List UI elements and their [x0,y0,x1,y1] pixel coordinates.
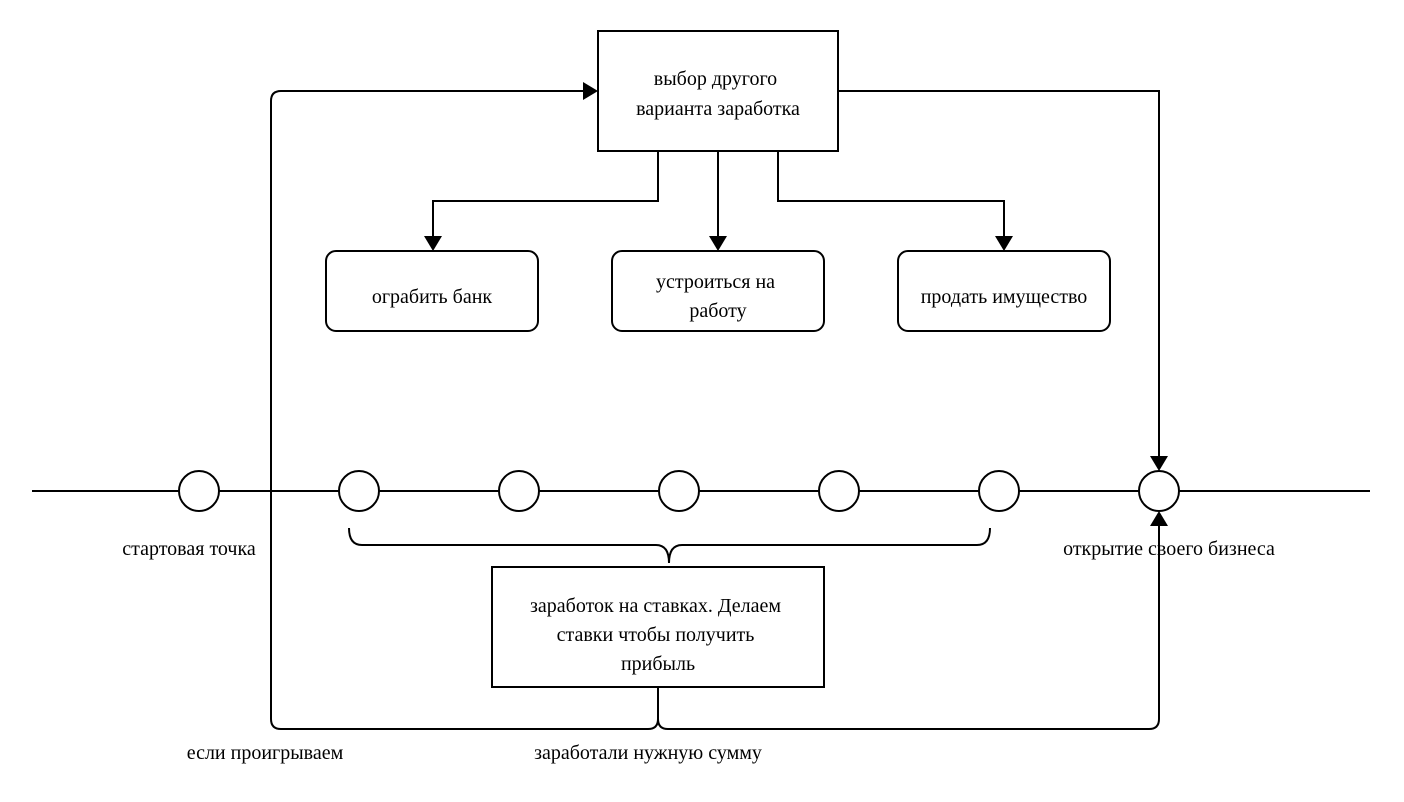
lose-edge-label: если проигрываем [187,742,344,764]
option-rob-bank-label: ограбить банк [372,286,493,308]
timeline-node-step-3 [658,470,700,512]
branch-to-sell-property [777,151,1005,238]
lose-loop-connector [270,90,659,730]
earned-edge-label: заработали нужную сумму [534,742,762,764]
timeline-node-step-2 [498,470,540,512]
choose-alternative-label: выбор другого варианта заработка [636,68,800,120]
top-box-to-business-connector [838,90,1160,458]
option-sell-property-box [897,250,1111,332]
top-box-to-business-arrowhead [1150,456,1168,471]
timeline-node-end [1138,470,1180,512]
branch-to-sell-property-arrowhead [995,236,1013,251]
betting-earnings-label: заработок на ставках. Делаем ставки чтоб… [530,595,786,675]
timeline-node-start [178,470,220,512]
choose-alternative-box [597,30,839,152]
timeline-node-step-4 [818,470,860,512]
timeline-node-step-5 [978,470,1020,512]
option-rob-bank-box [325,250,539,332]
option-get-job-box [611,250,825,332]
branch-to-rob-bank [432,151,659,238]
earned-success-connector [657,524,1160,730]
timeline-node-step-1 [338,470,380,512]
start-point-label: стартовая точка [122,538,256,560]
steps-brace [348,527,991,564]
option-get-job-label: устроиться на работу [656,271,780,322]
branch-to-rob-bank-arrowhead [424,236,442,251]
business-opening-label: открытие своего бизнеса [1063,538,1275,560]
lose-loop-arrowhead [583,82,598,100]
option-sell-property-label: продать имущество [921,286,1088,308]
branch-to-get-job-arrowhead [709,236,727,251]
earned-success-arrowhead [1150,511,1168,526]
